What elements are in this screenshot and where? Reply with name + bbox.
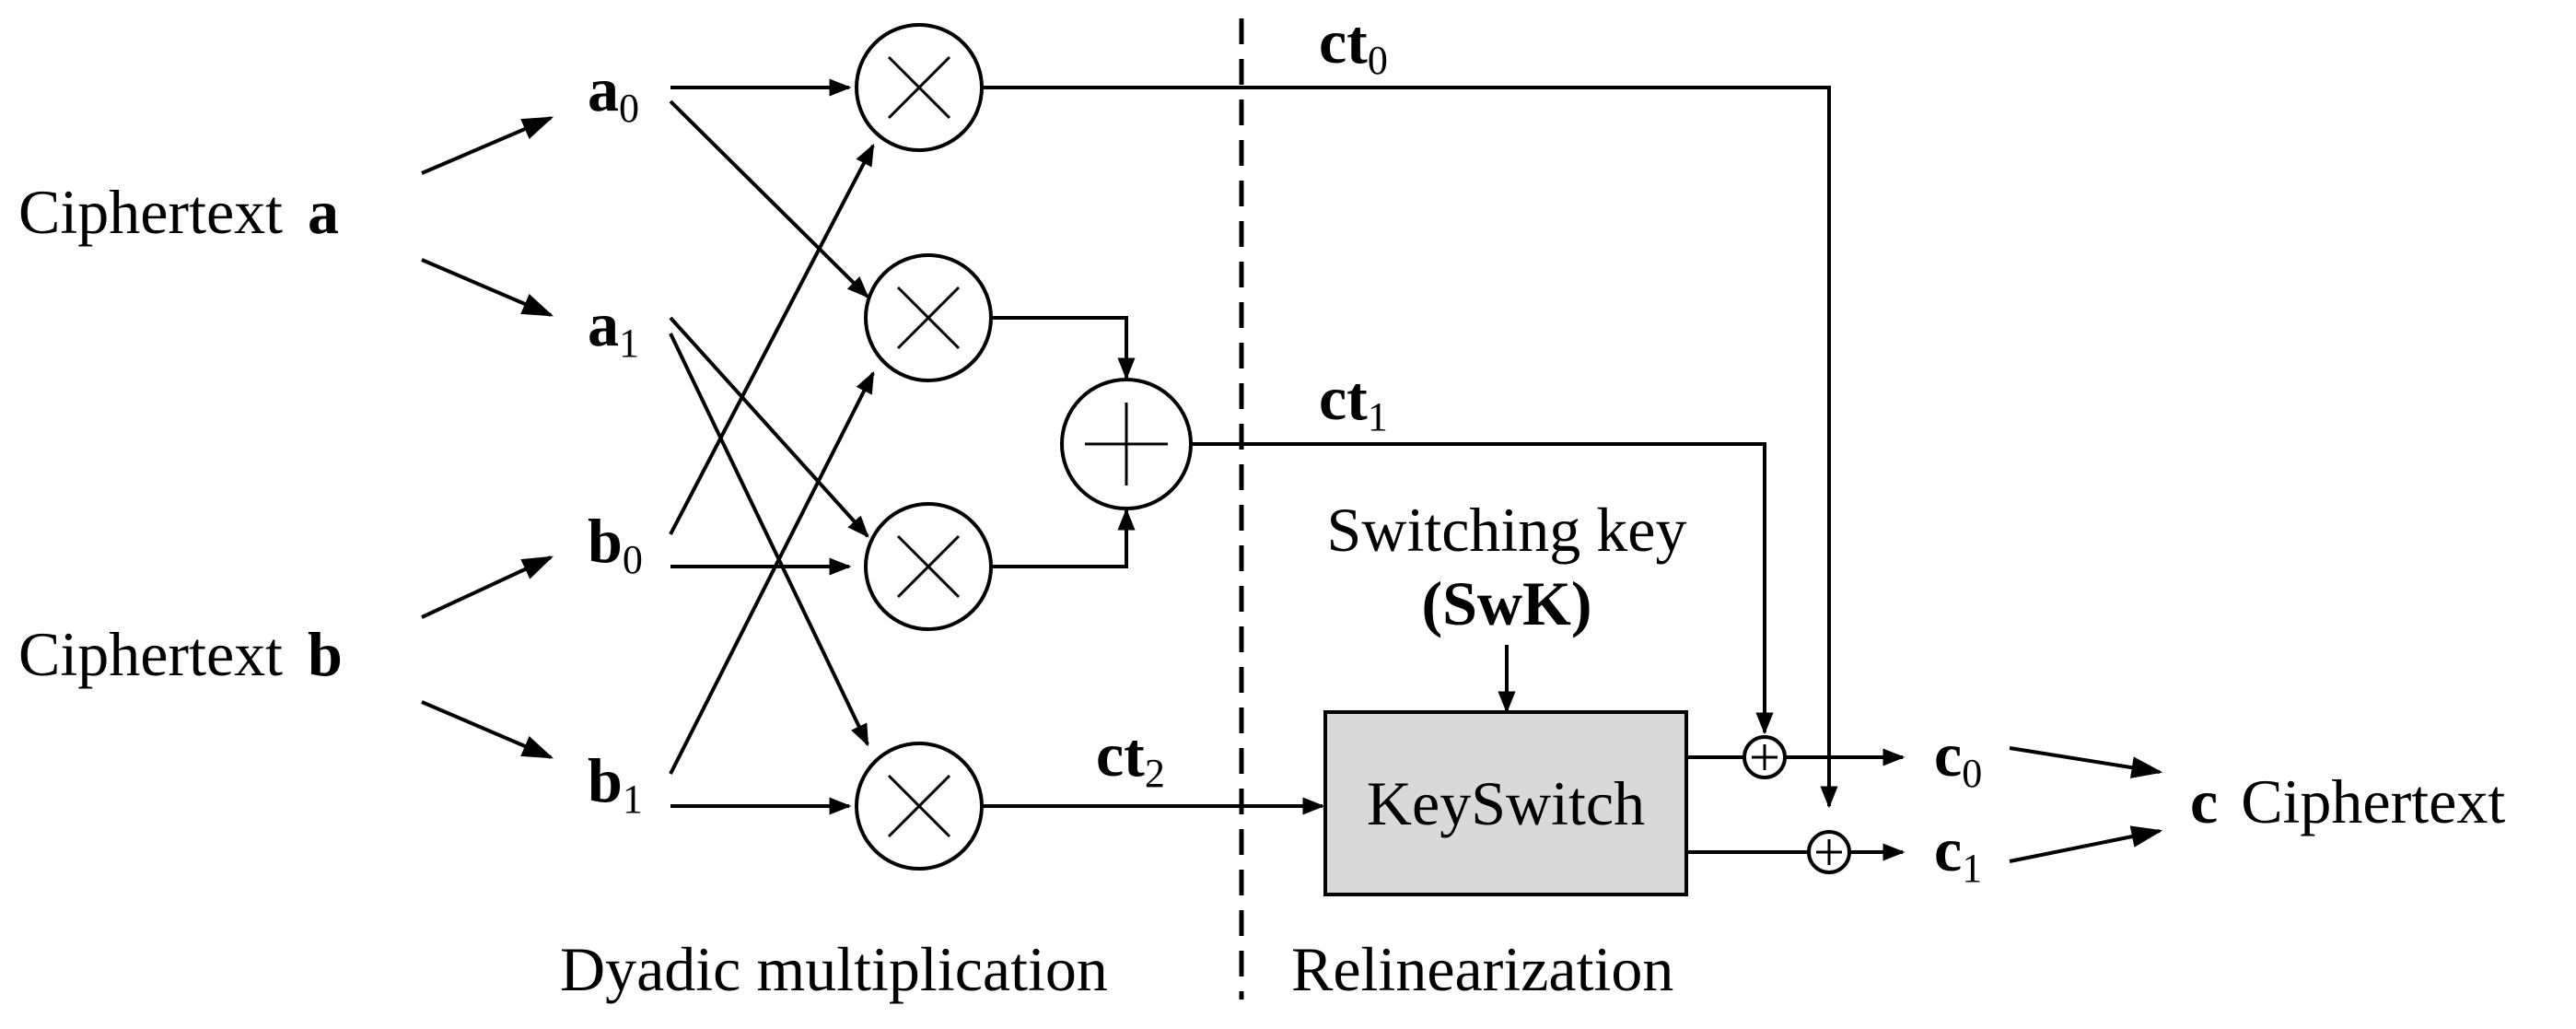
- b0-label: b0: [588, 506, 643, 582]
- keyswitch-box: [1323, 710, 1688, 896]
- wire-m2-to-adder: [991, 508, 1136, 568]
- ciphertext-a-label: Ciphertext a: [18, 177, 339, 247]
- arrow-a-to-a1: [421, 258, 554, 317]
- a1-label: a1: [588, 289, 639, 366]
- keyswitch-label: KeySwitch: [1367, 768, 1645, 838]
- arrow-a-to-a0: [421, 116, 554, 175]
- relinearization-label: Relinearization: [1291, 934, 1673, 1004]
- wire-a0-to-m1: [669, 99, 869, 298]
- multiply-icon: [864, 502, 993, 631]
- wire-ct0: [982, 86, 1838, 809]
- add-icon: [1743, 735, 1787, 779]
- arrow-c0-to-c: [2009, 746, 2163, 778]
- add-icon: [1060, 378, 1193, 510]
- swk-label: (SwK): [1421, 568, 1591, 638]
- dyadic-multiplication-label: Dyadic multiplication: [560, 934, 1108, 1004]
- b1-label: b1: [588, 745, 643, 822]
- wire-m1-to-adder: [991, 316, 1136, 380]
- ct0-label: ct0: [1319, 6, 1388, 83]
- wire-a1-to-m2: [669, 316, 869, 538]
- ciphertext-b-label: Ciphertext b: [18, 619, 343, 689]
- ciphertext-c-label: c Ciphertext: [2190, 766, 2505, 836]
- arrow-b-to-b0: [421, 555, 554, 619]
- multiply-icon: [855, 742, 984, 871]
- arrow-b-to-b1: [421, 700, 554, 759]
- ct1-label: ct1: [1319, 363, 1388, 439]
- a0-label: a0: [588, 54, 639, 131]
- switching-key-label: Switching key: [1327, 495, 1687, 565]
- multiply-icon: [855, 23, 984, 152]
- wire-b0-to-m0: [669, 143, 875, 535]
- ct2-label: ct2: [1096, 719, 1165, 796]
- add-icon: [1807, 830, 1851, 874]
- wire-b1-to-m1: [669, 370, 875, 775]
- wire-ct1: [1191, 442, 1774, 735]
- c0-label: c0: [1934, 719, 1982, 796]
- c1-label: c1: [1934, 814, 1982, 891]
- arrow-c1-to-c: [2009, 825, 2163, 863]
- multiply-icon: [864, 253, 993, 382]
- wire-a1-to-m3: [669, 333, 869, 747]
